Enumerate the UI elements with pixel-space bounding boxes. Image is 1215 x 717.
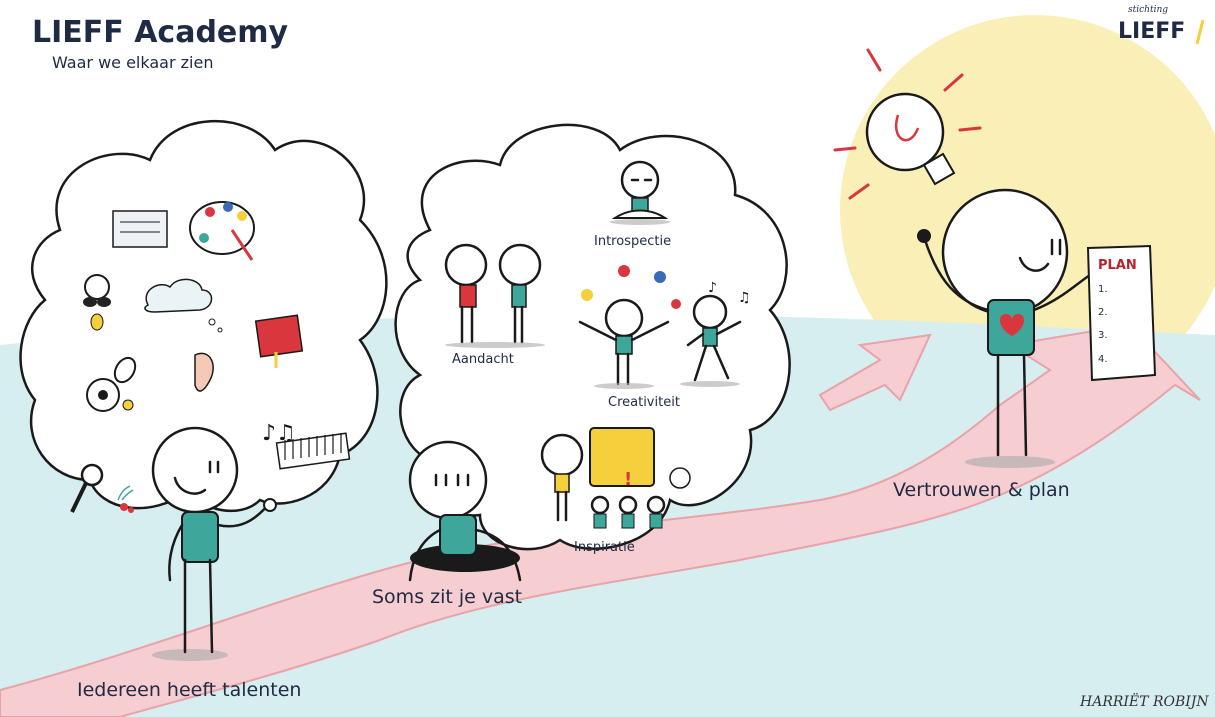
- goggles-icon: [83, 274, 111, 331]
- plan-item-3: 3.: [1098, 330, 1108, 341]
- figure-inspiratie: !: [540, 427, 691, 529]
- label-creativiteit: Creativiteit: [608, 395, 680, 410]
- cherries-icon: [117, 485, 134, 513]
- artist-signature: HARRIËT ROBIJN: [1079, 692, 1209, 710]
- caption-talents: Iedereen heeft talenten: [77, 679, 301, 701]
- svg-text:♫: ♫: [738, 290, 751, 306]
- caption-trust: Vertrouwen & plan: [893, 479, 1070, 501]
- label-inspiratie: Inspiratie: [574, 540, 635, 555]
- svg-text:♪: ♪: [708, 280, 717, 296]
- character-plan: [833, 48, 1092, 468]
- lieff-logo: stichting LIEFF: [1118, 5, 1205, 45]
- magnifier-icon: [70, 463, 104, 513]
- calculator-icon: [112, 210, 168, 248]
- page-subtitle: Waar we elkaar zien: [52, 53, 213, 72]
- plan-item-1: 1.: [1098, 284, 1108, 295]
- plan-item-2: 2.: [1098, 307, 1108, 318]
- label-introspectie: Introspectie: [594, 234, 671, 249]
- page-title: LIEFF Academy: [32, 15, 289, 50]
- label-aandacht: Aandacht: [452, 352, 514, 367]
- figure-aandacht: [444, 243, 545, 348]
- path-arrow-branch: [818, 333, 932, 412]
- thought-bubble-qualities: [394, 123, 791, 551]
- caption-stuck: Soms zit je vast: [372, 586, 522, 608]
- ball-and-racket-icon: [86, 356, 137, 412]
- logo-stichting-text: stichting: [1128, 5, 1168, 15]
- figure-creativiteit: ♪ ♫: [578, 265, 751, 389]
- book-icon: [254, 314, 304, 368]
- lightbulb-icon: [833, 48, 982, 200]
- piano-keys-icon: [275, 432, 351, 470]
- character-stuck: [408, 440, 522, 582]
- palette-icon: [189, 201, 255, 261]
- cloud-icon: [144, 278, 223, 333]
- plan-sheet: PLAN 1. 2. 3. 4.: [1086, 244, 1157, 382]
- ear-icon: [194, 352, 214, 392]
- plan-item-4: 4.: [1098, 354, 1108, 365]
- character-talents: [151, 426, 277, 661]
- figure-introspectie: [610, 160, 670, 225]
- svg-text:!: !: [624, 469, 632, 490]
- plan-title: PLAN: [1098, 258, 1137, 273]
- logo-name-text: LIEFF: [1118, 19, 1185, 44]
